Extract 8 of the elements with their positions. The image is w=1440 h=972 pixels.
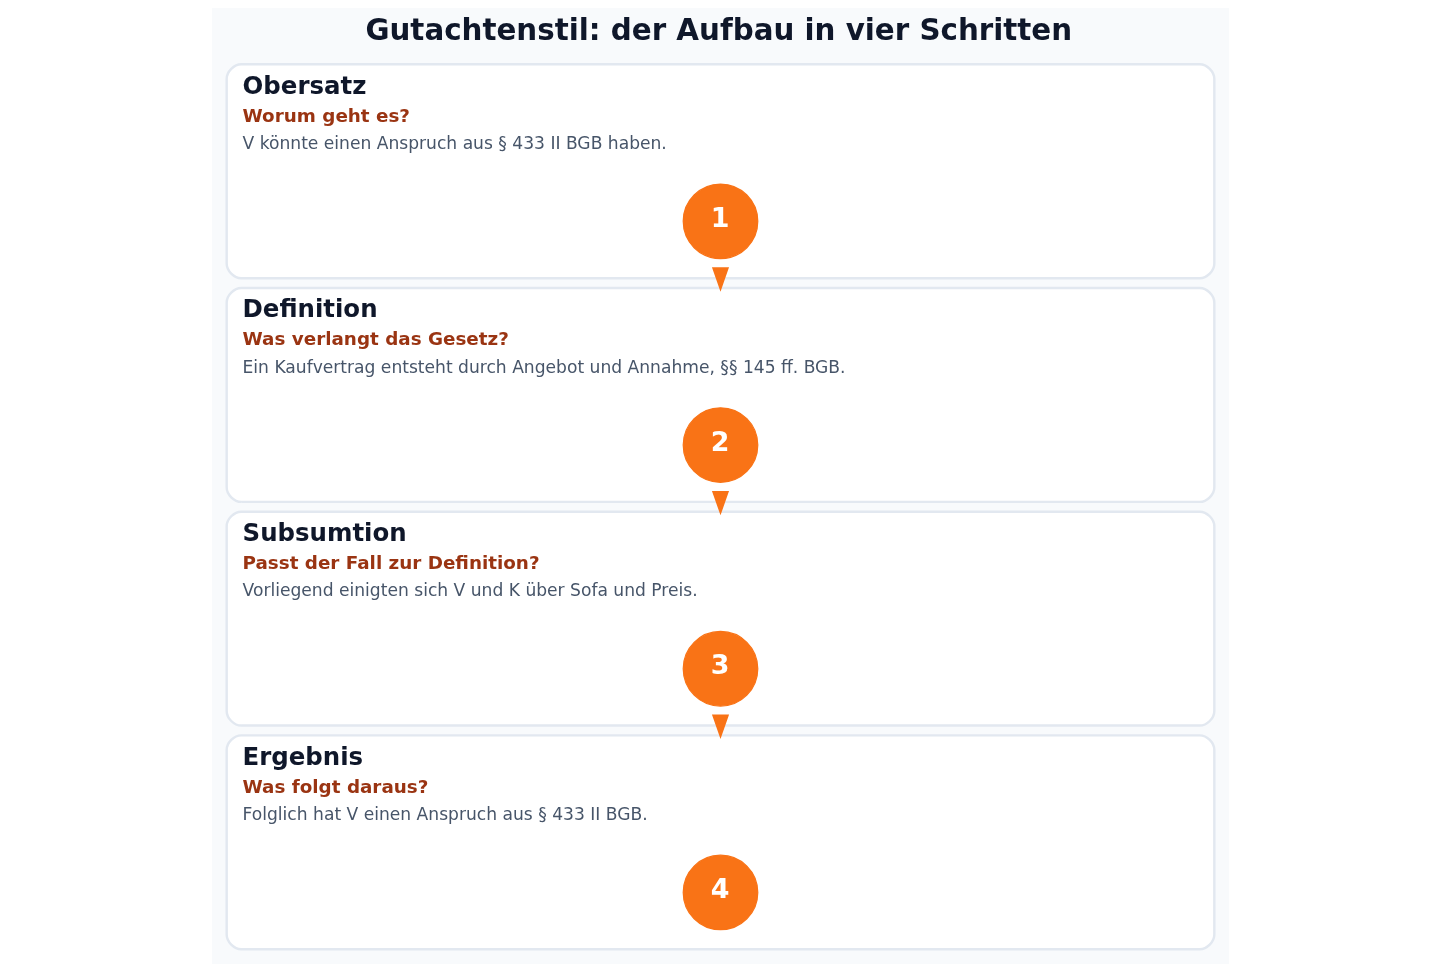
node-circle: 4 — [682, 854, 758, 931]
node-circle: 3 — [682, 630, 758, 707]
node-circle: 1 — [682, 183, 758, 260]
arrow — [711, 490, 729, 516]
arrow — [711, 714, 729, 740]
arrow — [711, 267, 729, 292]
node-circle: 2 — [682, 407, 758, 483]
diagram-title: Gutachtenstil: der Aufbau in vier Schritten — [364, 13, 1072, 48]
